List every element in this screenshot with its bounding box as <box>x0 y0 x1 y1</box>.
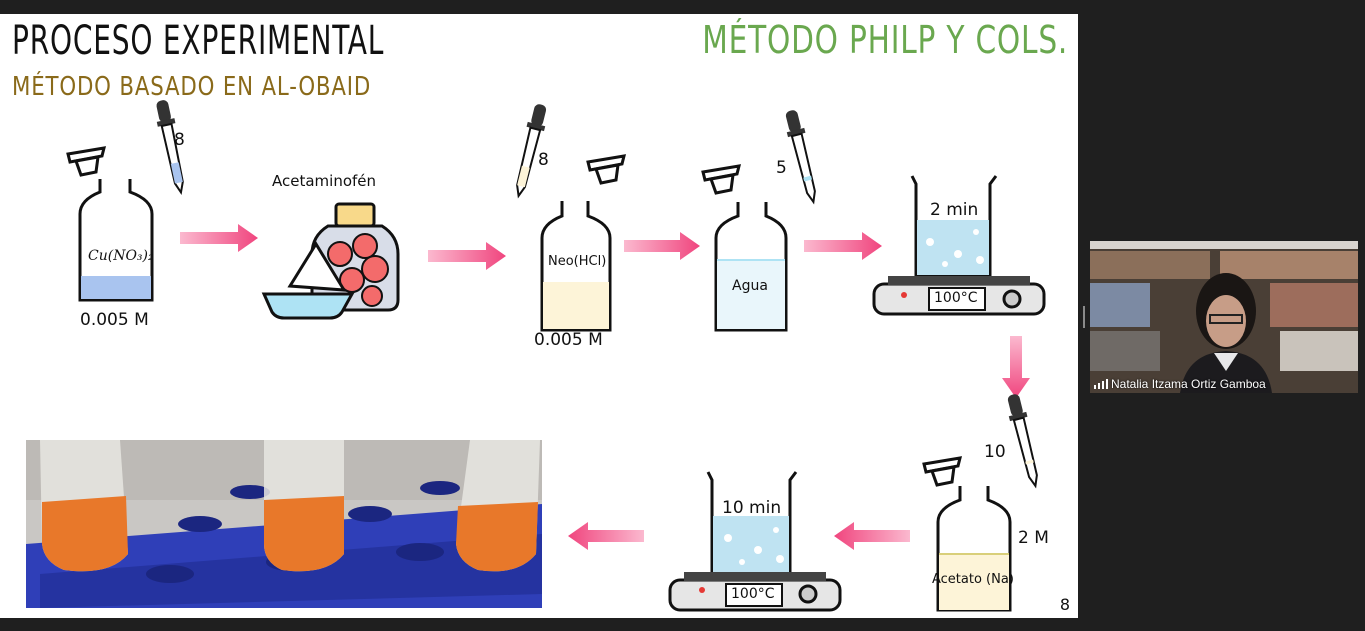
slide-title: PROCESO EXPERIMENTAL <box>12 18 385 64</box>
temperature-label: 100°C <box>731 586 775 602</box>
acetaminophen-icon <box>261 202 400 320</box>
dropper-icon <box>508 101 552 200</box>
video-feed <box>1090 241 1358 393</box>
slide-subtitle: MÉTODO BASADO EN AL-OBAID <box>12 72 372 102</box>
hotplate-beaker <box>872 175 1046 316</box>
arrow-icon <box>1002 336 1030 398</box>
drops-label: 10 <box>984 442 1006 462</box>
acetaminophen-label: Acetaminofén <box>272 172 377 190</box>
arrow-icon <box>568 522 644 550</box>
reagent-label: Neo(HCl) <box>548 254 607 269</box>
arrow-icon <box>180 224 258 252</box>
flask-copper-nitrate <box>66 146 154 302</box>
test-tubes-photo <box>26 440 542 608</box>
arrow-icon <box>428 242 506 270</box>
drops-label: 8 <box>174 130 185 150</box>
dropper-icon <box>151 97 191 196</box>
temperature-label: 100°C <box>934 290 978 306</box>
dropper-icon <box>780 107 824 206</box>
concentration-label: 0.005 M <box>534 330 603 350</box>
procedure-diagram <box>26 97 1046 612</box>
participant-video-tile[interactable]: Natalia Itzama Ortiz Gamboa <box>1090 241 1358 393</box>
flask-acetate <box>922 456 1012 612</box>
time-label: 2 min <box>930 200 979 220</box>
presentation-slide: PROCESO EXPERIMENTAL MÉTODO BASADO EN AL… <box>0 14 1078 618</box>
concentration-label: 2 M <box>1018 528 1049 548</box>
drops-label: 5 <box>776 158 787 178</box>
arrow-icon <box>804 232 882 260</box>
reagent-label: Cu(NO₃)₂ <box>88 248 154 264</box>
time-label: 10 min <box>722 498 782 518</box>
drops-label: 8 <box>538 150 549 170</box>
reagent-label: Agua <box>732 278 768 294</box>
concentration-label: 0.005 M <box>80 310 149 330</box>
participant-name: Natalia Itzama Ortiz Gamboa <box>1094 377 1266 391</box>
signal-bars-icon <box>1094 378 1108 389</box>
arrow-icon <box>834 522 910 550</box>
flask-neocuproine <box>540 154 626 332</box>
participant-name-text: Natalia Itzama Ortiz Gamboa <box>1111 377 1266 391</box>
method-title: MÉTODO PHILP Y COLS. <box>702 18 1068 62</box>
reagent-label: Acetato (Na) <box>932 572 1014 587</box>
dropper-icon <box>1002 391 1046 490</box>
page-number: 8 <box>1059 595 1070 614</box>
arrow-icon <box>624 232 700 260</box>
flask-water <box>701 164 788 332</box>
panel-resize-handle[interactable] <box>1083 306 1085 328</box>
hotplate-beaker-2 <box>668 471 842 612</box>
